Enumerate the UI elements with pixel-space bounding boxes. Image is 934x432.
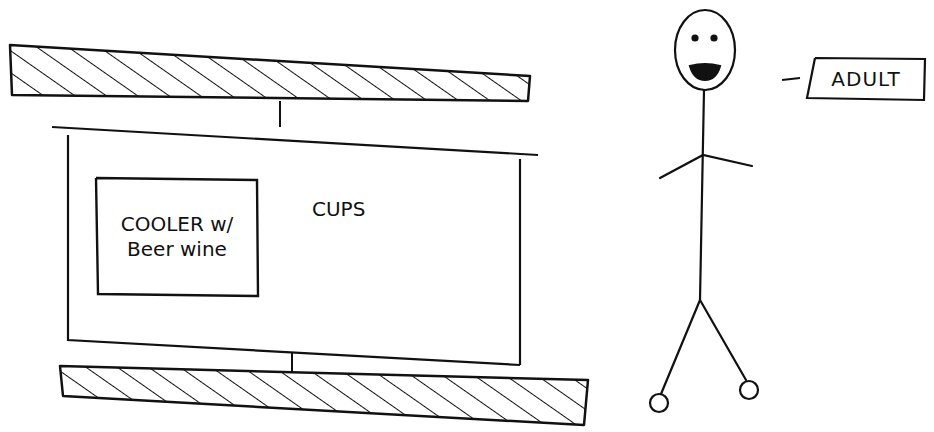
tag-label: ADULT xyxy=(831,67,900,92)
role-tag: ADULT xyxy=(805,56,927,102)
bottom-board xyxy=(60,366,588,425)
box-label: COOLER w/ Beer wine xyxy=(109,212,245,262)
table-area: CUPS COOLER w/ Beer wine xyxy=(50,125,540,370)
item-label: CUPS xyxy=(312,197,365,222)
support-line xyxy=(279,101,281,127)
leader-line xyxy=(782,78,800,80)
stick-figure xyxy=(650,10,758,412)
cooler-box: COOLER w/ Beer wine xyxy=(95,177,259,297)
top-board xyxy=(10,45,530,101)
support-line xyxy=(291,352,293,372)
